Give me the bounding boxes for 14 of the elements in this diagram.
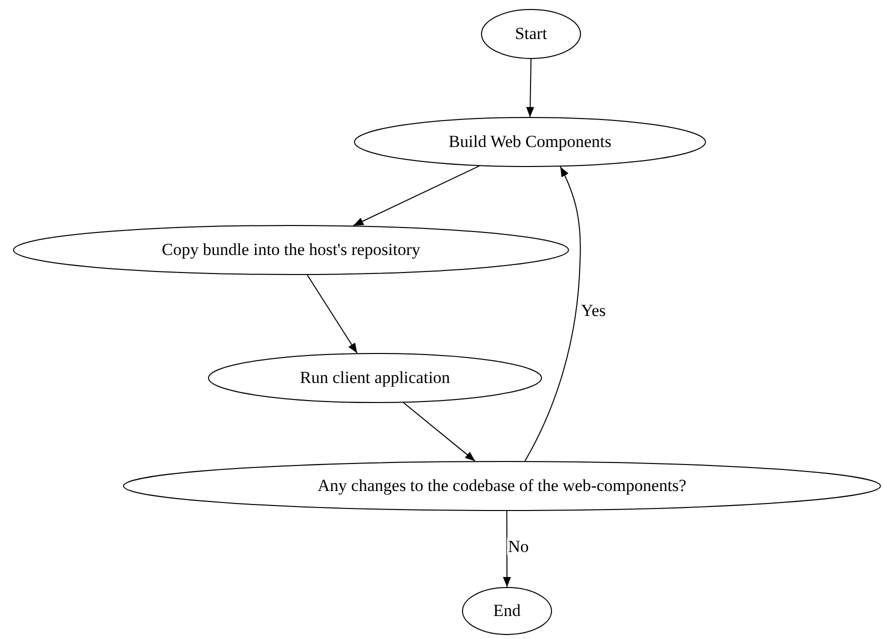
process-ellipse: End: [462, 587, 552, 635]
process-ellipse: Any changes to the codebase of the web-components?: [123, 461, 881, 511]
arrow: [402, 402, 476, 462]
arrow: [352, 165, 480, 226]
edge-label: No: [507, 538, 530, 555]
edge-label: Yes: [580, 302, 607, 319]
arrow: [502, 510, 511, 588]
process-ellipse: Copy bundle into the host's repository: [13, 225, 569, 275]
process-ellipse: Run client application: [208, 353, 542, 403]
process-ellipse: Build Web Components: [354, 117, 706, 167]
arrow: [526, 58, 534, 118]
process-ellipse: Start: [481, 9, 581, 59]
arrow: [524, 166, 581, 462]
arrow: [306, 274, 358, 354]
